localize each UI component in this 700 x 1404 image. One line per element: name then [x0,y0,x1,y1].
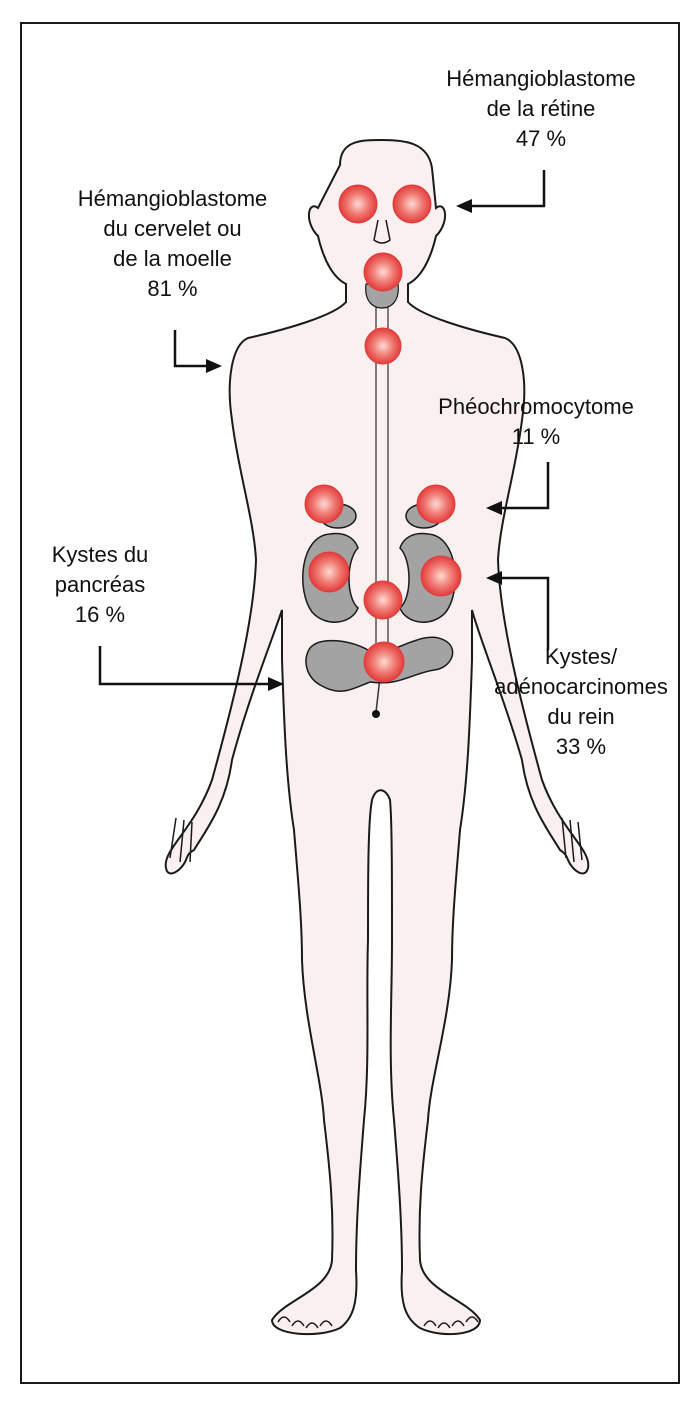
label-retina: Hémangioblastome de la rétine 47 % [412,64,670,154]
body-outline [164,138,590,1336]
arrow-kidney [500,576,550,650]
label-pheo-line1: Phéochromocytome [438,394,634,419]
label-pheo: Phéochromocytome 11 % [404,392,668,452]
label-cerebellum-line3: de la moelle [113,246,232,271]
label-pancreas-pct: 16 % [74,602,126,627]
label-retina-line2: de la rétine [486,96,596,121]
label-kidney: Kystes/ adénocarcinomes du rein 33 % [488,642,674,762]
label-cerebellum-line1: Hémangioblastome [77,186,268,211]
spinal-end [372,710,380,718]
tumor-chin [363,252,403,292]
label-cerebellum-line2: du cervelet ou [103,216,242,241]
tumor-right-adrenal [416,484,456,524]
label-cerebellum-pct: 81 % [147,276,198,301]
right-fingers [561,817,583,863]
arrowhead-kidney [486,571,502,585]
tumor-right-kidney [420,555,462,597]
tumor-left-eye [338,184,378,224]
arrow-pheo [500,462,550,510]
arrowhead-retina [456,199,472,213]
nose [373,219,391,244]
tumor-right-eye [392,184,432,224]
tumors [304,184,462,683]
left-fingers [169,817,193,863]
label-pancreas-line1: Kystes du [51,542,149,567]
label-kidney-line1: Kystes/ [544,644,618,669]
label-pheo-pct: 11 % [511,424,561,449]
tumor-spine-upper [364,327,402,365]
arrowhead-cerebellum [206,359,222,373]
left-toes [277,1316,333,1329]
arrowhead-pheo [486,501,502,515]
tumor-left-adrenal [304,484,344,524]
arrow-retina [470,170,546,208]
tumor-left-kidney [308,551,350,593]
label-kidney-line3: du rein [547,704,615,729]
label-kidney-line2: adénocarcinomes [494,674,668,699]
tumor-spine-mid [363,580,403,620]
tumor-pancreas [363,641,405,683]
label-kidney-pct: 33 % [555,734,607,759]
arrow-pancreas [98,646,268,686]
label-retina-line1: Hémangioblastome [446,66,636,91]
arrow-cerebellum [173,330,208,368]
label-pancreas: Kystes du pancréas 16 % [30,540,170,630]
right-toes [423,1316,479,1329]
label-pancreas-line2: pancréas [54,572,146,597]
label-retina-pct: 47 % [515,126,567,151]
arrowhead-pancreas [268,677,284,691]
label-cerebellum: Hémangioblastome du cervelet ou de la mo… [40,184,305,304]
